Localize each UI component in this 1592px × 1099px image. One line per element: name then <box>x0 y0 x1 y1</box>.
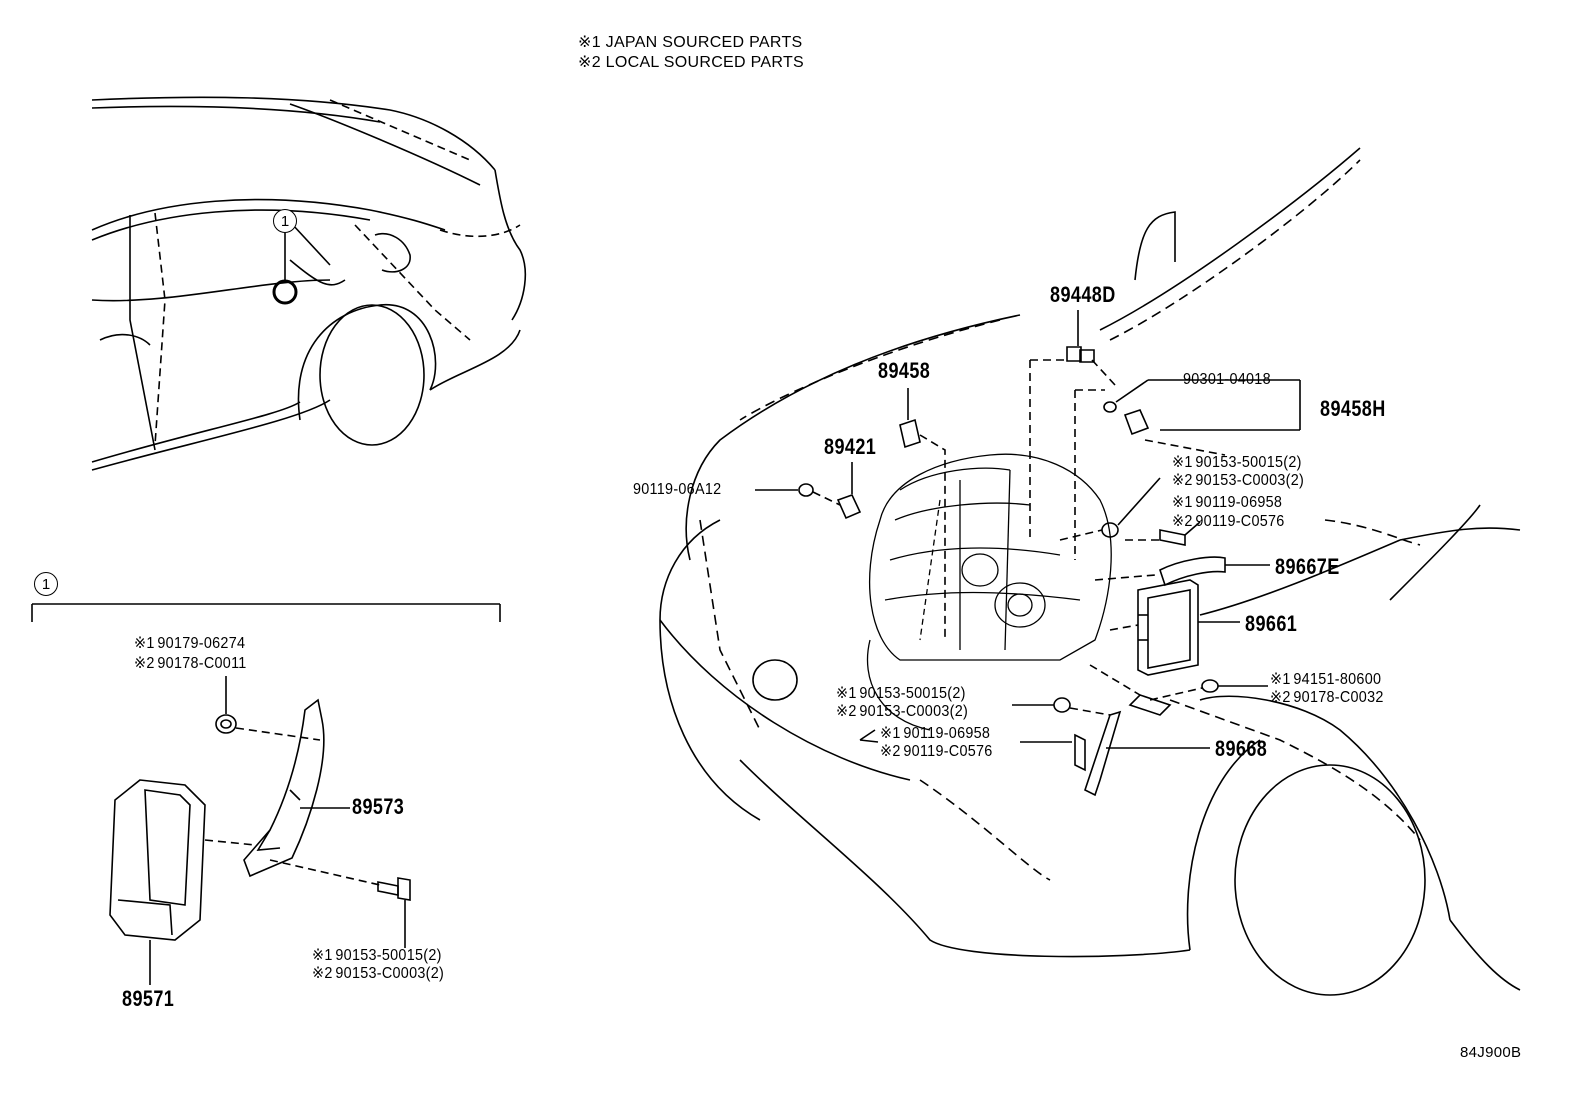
car-rear-view <box>92 97 525 470</box>
module-assembly-89571 <box>110 676 410 985</box>
part-label-89421: 89421 <box>824 434 877 459</box>
legend-note-japan: ※1 JAPAN SOURCED PARTS <box>578 34 803 51</box>
part-label-89458h: 89458H <box>1320 396 1386 421</box>
part-label-89448d: 89448D <box>1050 282 1116 307</box>
part-label-89668: 89668 <box>1215 736 1268 761</box>
part-label-89661: 89661 <box>1245 611 1298 636</box>
direction-arrow-icon <box>860 730 878 742</box>
part-label-89573: 89573 <box>352 794 405 819</box>
engine-block <box>868 454 1112 730</box>
callout-marker-car: 1 <box>273 209 297 233</box>
part-label-89458: 89458 <box>878 358 931 383</box>
part-label-90119-06a12: 90119-06A12 <box>633 481 722 498</box>
part-label-90301-04018: 90301-04018 <box>1183 371 1271 388</box>
diagram-code: 84J900B <box>1460 1044 1522 1061</box>
part-label-89571: 89571 <box>122 986 175 1011</box>
car-front-view <box>660 148 1520 995</box>
callout-marker-section: 1 <box>34 572 58 596</box>
engine-sensors <box>755 310 1300 795</box>
legend-note-local: ※2 LOCAL SOURCED PARTS <box>578 54 804 71</box>
callout-bracket <box>32 604 500 622</box>
part-label-89667e: 89667E <box>1275 554 1340 579</box>
